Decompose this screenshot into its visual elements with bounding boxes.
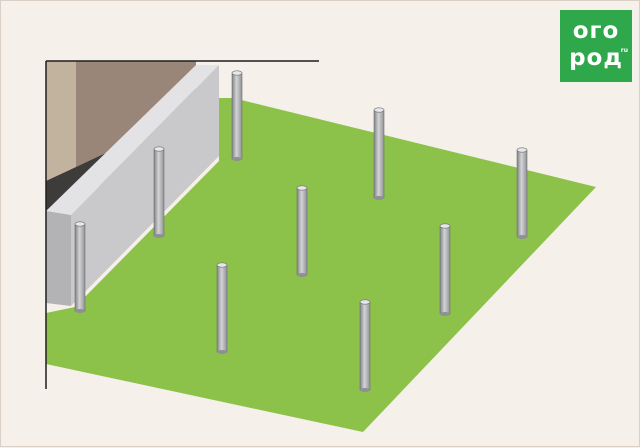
logo-line-2: род bbox=[569, 45, 623, 71]
logo-line-1: ого bbox=[572, 18, 620, 44]
pile-6 bbox=[74, 221, 86, 313]
pile-3 bbox=[373, 107, 385, 200]
pile-5 bbox=[296, 185, 308, 277]
logo-suffix: ru bbox=[620, 47, 628, 54]
pile-1 bbox=[231, 70, 243, 161]
pile-7 bbox=[439, 223, 451, 316]
pile-2 bbox=[153, 146, 165, 238]
foundation-wall-front bbox=[71, 65, 219, 306]
house-interior-wall bbox=[46, 61, 76, 191]
lawn-plot bbox=[46, 98, 596, 432]
foundation-wall-top bbox=[46, 65, 219, 215]
pile-8 bbox=[216, 262, 228, 354]
pile-4 bbox=[516, 147, 528, 239]
ogorod-logo: ого род ru bbox=[560, 10, 632, 82]
foundation-wall-side bbox=[46, 211, 71, 306]
pile-9 bbox=[359, 299, 371, 392]
piles-group bbox=[74, 70, 528, 392]
